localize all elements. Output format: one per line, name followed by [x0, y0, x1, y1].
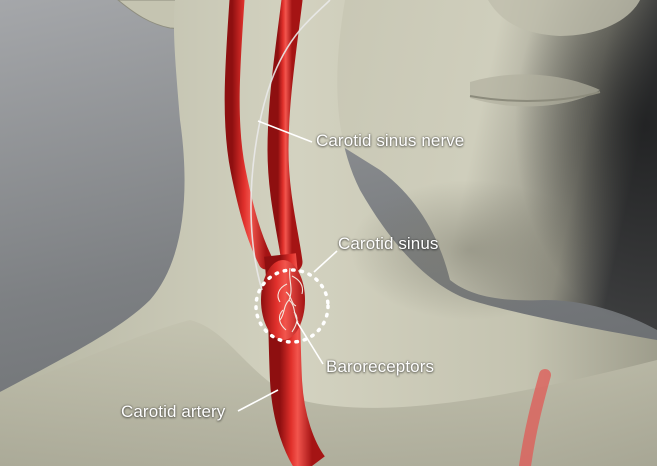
- face-shadow: [420, 0, 657, 360]
- label-carotid-artery: Carotid artery: [121, 402, 225, 422]
- label-carotid-sinus-nerve: Carotid sinus nerve: [316, 131, 464, 151]
- label-carotid-sinus: Carotid sinus: [338, 234, 439, 254]
- label-baroreceptors: Baroreceptors: [326, 357, 434, 377]
